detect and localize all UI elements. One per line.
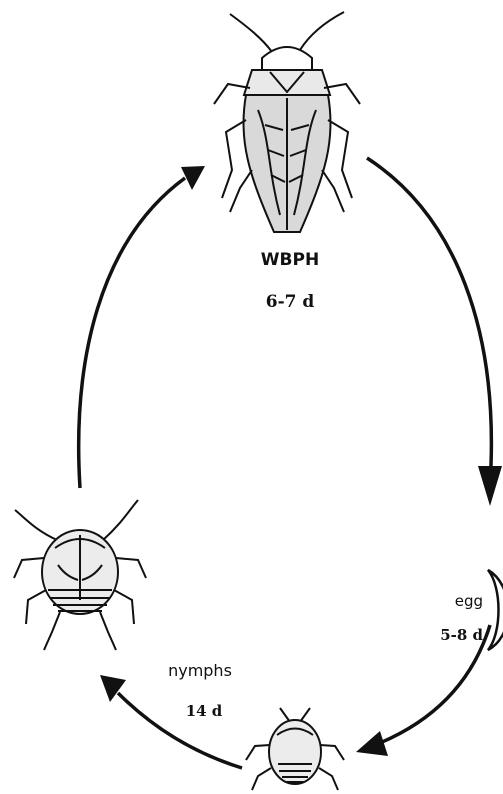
nymphs-stage-duration: 14 d bbox=[186, 702, 223, 720]
nymphs-stage-name: nymphs bbox=[168, 661, 232, 680]
egg-illustration bbox=[488, 570, 503, 650]
arrow-adult-to-egg bbox=[367, 158, 491, 485]
arrow-nymph-to-late-nymph bbox=[118, 693, 242, 768]
egg-stage-name: egg bbox=[455, 592, 483, 610]
egg-stage-duration: 5-8 d bbox=[440, 626, 483, 644]
young-nymph-illustration bbox=[246, 708, 344, 790]
adult-stage-duration: 6-7 d bbox=[266, 292, 315, 312]
late-nymph-illustration bbox=[14, 500, 146, 650]
arrow-adult-to-egg-head bbox=[478, 466, 502, 506]
arrow-egg-to-nymph-head bbox=[356, 731, 388, 756]
adult-stage-name: WBPH bbox=[261, 250, 319, 270]
arrow-late-nymph-to-adult bbox=[79, 178, 185, 488]
adult-planthopper-illustration bbox=[214, 12, 360, 232]
